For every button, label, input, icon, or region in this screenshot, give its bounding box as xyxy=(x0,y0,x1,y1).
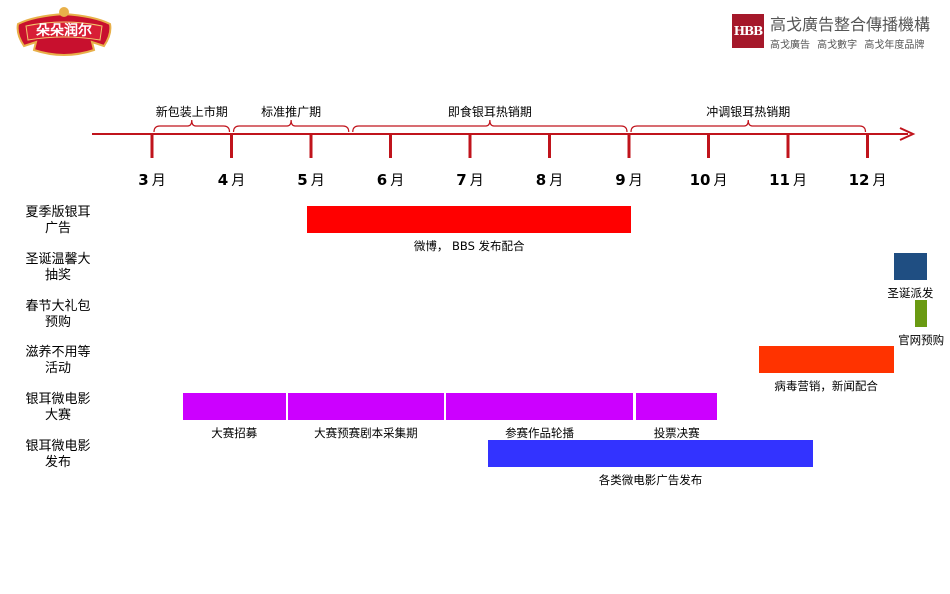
gantt-bar xyxy=(915,299,928,327)
gantt-bar xyxy=(183,393,286,421)
month-number: 8 xyxy=(535,171,547,189)
gantt-bar xyxy=(758,346,894,374)
bar-caption: 大赛预赛剧本采集期 xyxy=(314,426,418,441)
row-label: 银耳微电影大赛 xyxy=(25,392,91,424)
agency-logo: HBB 高戈廣告整合傳播機構 高戈廣告 高戈數字 高戈年度品牌 xyxy=(732,10,932,54)
month-unit: 月 xyxy=(310,173,325,189)
month-number: 10 xyxy=(689,171,711,189)
month-number: 11 xyxy=(769,171,790,189)
brand-logo-text: 朵朵润尔 xyxy=(36,23,92,39)
phase-brace xyxy=(232,119,350,133)
month-number: 5 xyxy=(297,171,308,189)
month-unit: 月 xyxy=(469,173,484,189)
month-number: 4 xyxy=(217,171,229,189)
gantt-bar xyxy=(636,393,718,421)
bar-caption: 病毒营销，新闻配合 xyxy=(774,379,878,394)
gantt-bar xyxy=(287,393,444,421)
month-number: 3 xyxy=(138,171,149,189)
axis-arrow-icon xyxy=(899,127,916,141)
gantt-bar xyxy=(307,206,632,233)
month-unit: 月 xyxy=(390,173,405,189)
bar-caption: 官网预购 xyxy=(898,332,945,347)
phase-brace xyxy=(153,119,231,133)
phase-label: 即食银耳热销期 xyxy=(447,105,532,119)
row-label: 夏季版银耳广告 xyxy=(25,205,91,236)
month-unit: 月 xyxy=(628,173,643,189)
agency-title: 高戈廣告整合傳播機構 xyxy=(770,15,931,34)
month-number: 7 xyxy=(456,171,467,189)
month-unit: 月 xyxy=(713,173,728,189)
bar-caption: 投票决赛 xyxy=(653,426,700,441)
phase-label: 新包装上市期 xyxy=(155,105,228,119)
phase-label: 冲调银耳热销期 xyxy=(706,105,791,119)
gantt-bar xyxy=(446,393,633,421)
phase-brace xyxy=(630,119,867,133)
gantt-bar xyxy=(893,252,928,280)
month-number: 12 xyxy=(848,171,870,189)
row-label: 春节大礼包预购 xyxy=(25,298,91,330)
phase-brace xyxy=(352,119,628,133)
month-number: 6 xyxy=(376,171,388,189)
month-unit: 月 xyxy=(231,173,246,189)
brand-logo: 朵朵润尔 xyxy=(14,6,114,58)
bar-caption: 微博， BBS 发布配合 xyxy=(413,239,525,253)
row-label: 滋养不用等活动 xyxy=(25,345,91,377)
month-unit: 月 xyxy=(792,173,807,189)
month-unit: 月 xyxy=(872,173,887,189)
month-unit: 月 xyxy=(151,173,166,189)
row-label: 圣诞温馨大抽奖 xyxy=(25,251,91,283)
agency-mark: HBB xyxy=(732,14,764,48)
agency-subtitle: 高戈廣告 高戈數字 高戈年度品牌 xyxy=(770,40,925,51)
month-unit: 月 xyxy=(549,173,564,189)
gantt-bar xyxy=(488,440,813,467)
month-number: 9 xyxy=(615,171,626,189)
bar-caption: 各类微电影广告发布 xyxy=(598,473,703,487)
bar-caption: 大赛招募 xyxy=(211,426,258,441)
ribbon-banner-logo-icon xyxy=(16,7,112,56)
phase-label: 标准推广期 xyxy=(261,105,322,119)
bar-caption: 参赛作品轮播 xyxy=(505,426,575,441)
row-label: 银耳微电影发布 xyxy=(25,439,91,470)
bar-caption: 圣诞派发 xyxy=(887,285,934,300)
